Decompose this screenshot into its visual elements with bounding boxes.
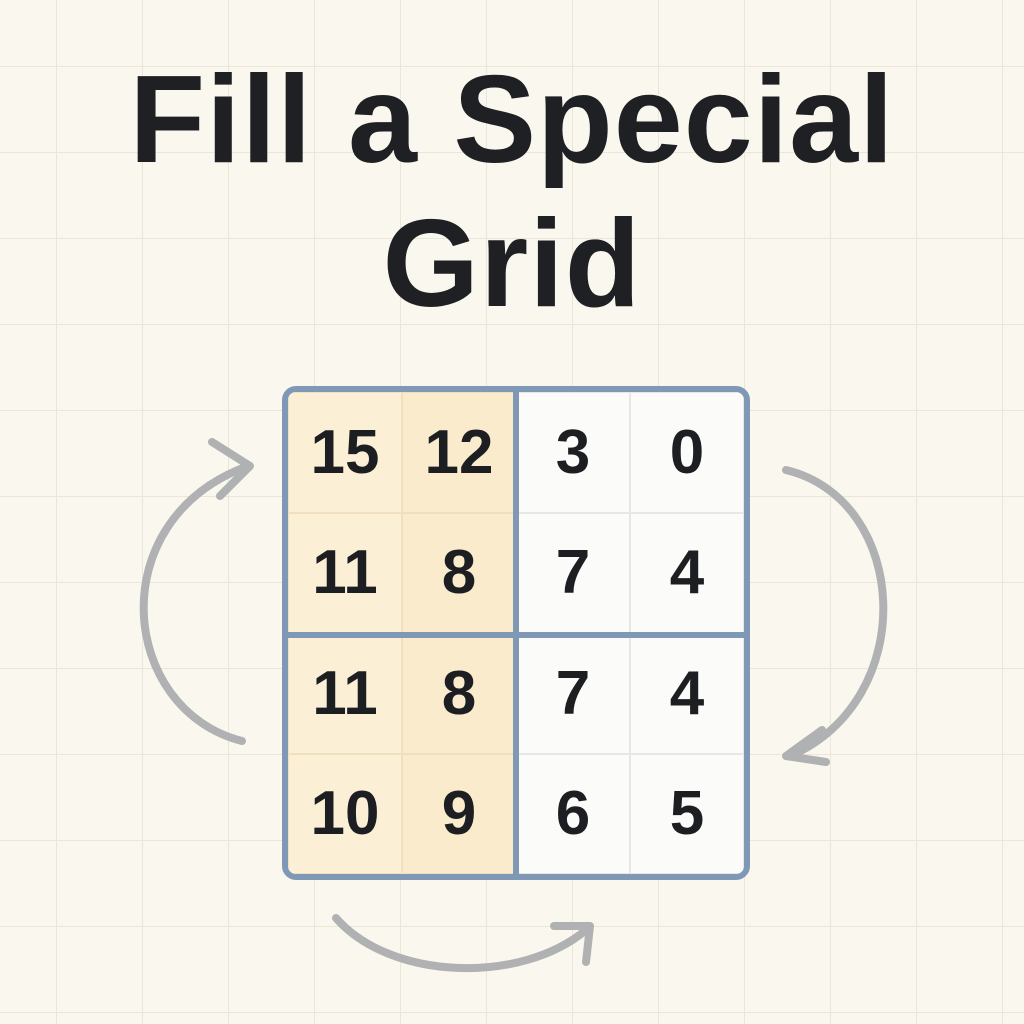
- quadrant-divider-horizontal: [288, 632, 744, 638]
- grid-cell-r2-c4: 4: [630, 512, 744, 633]
- grid-cell-r3-c1: 11: [288, 633, 402, 754]
- title-line-2: Grid: [382, 195, 642, 333]
- grid-cells: 15 12 3 0 11 8 7 4 11 8 7 4 10 9 6 5: [288, 392, 744, 874]
- bottom-curved-arrow-icon: [332, 914, 594, 973]
- grid-cell-r3-c4: 4: [630, 633, 744, 754]
- title-line-1: Fill a Special: [129, 51, 895, 189]
- left-curved-arrow-icon: [139, 438, 254, 745]
- grid-cell-r1-c4: 0: [630, 392, 744, 513]
- grid-cell-r4-c3: 6: [516, 753, 630, 874]
- grid-cell-r4-c4: 5: [630, 753, 744, 874]
- right-curved-arrow-icon: [782, 466, 888, 766]
- grid-cell-r1-c2: 12: [402, 392, 516, 513]
- page-title: Fill a Special Grid: [0, 48, 1024, 336]
- number-grid: 15 12 3 0 11 8 7 4 11 8 7 4 10 9 6 5: [282, 386, 750, 880]
- grid-cell-r2-c3: 7: [516, 512, 630, 633]
- grid-cell-r1-c1: 15: [288, 392, 402, 513]
- grid-cell-r4-c1: 10: [288, 753, 402, 874]
- grid-cell-r1-c3: 3: [516, 392, 630, 513]
- grid-cell-r2-c2: 8: [402, 512, 516, 633]
- grid-cell-r4-c2: 9: [402, 753, 516, 874]
- grid-cell-r3-c3: 7: [516, 633, 630, 754]
- grid-cell-r2-c1: 11: [288, 512, 402, 633]
- grid-cell-r3-c2: 8: [402, 633, 516, 754]
